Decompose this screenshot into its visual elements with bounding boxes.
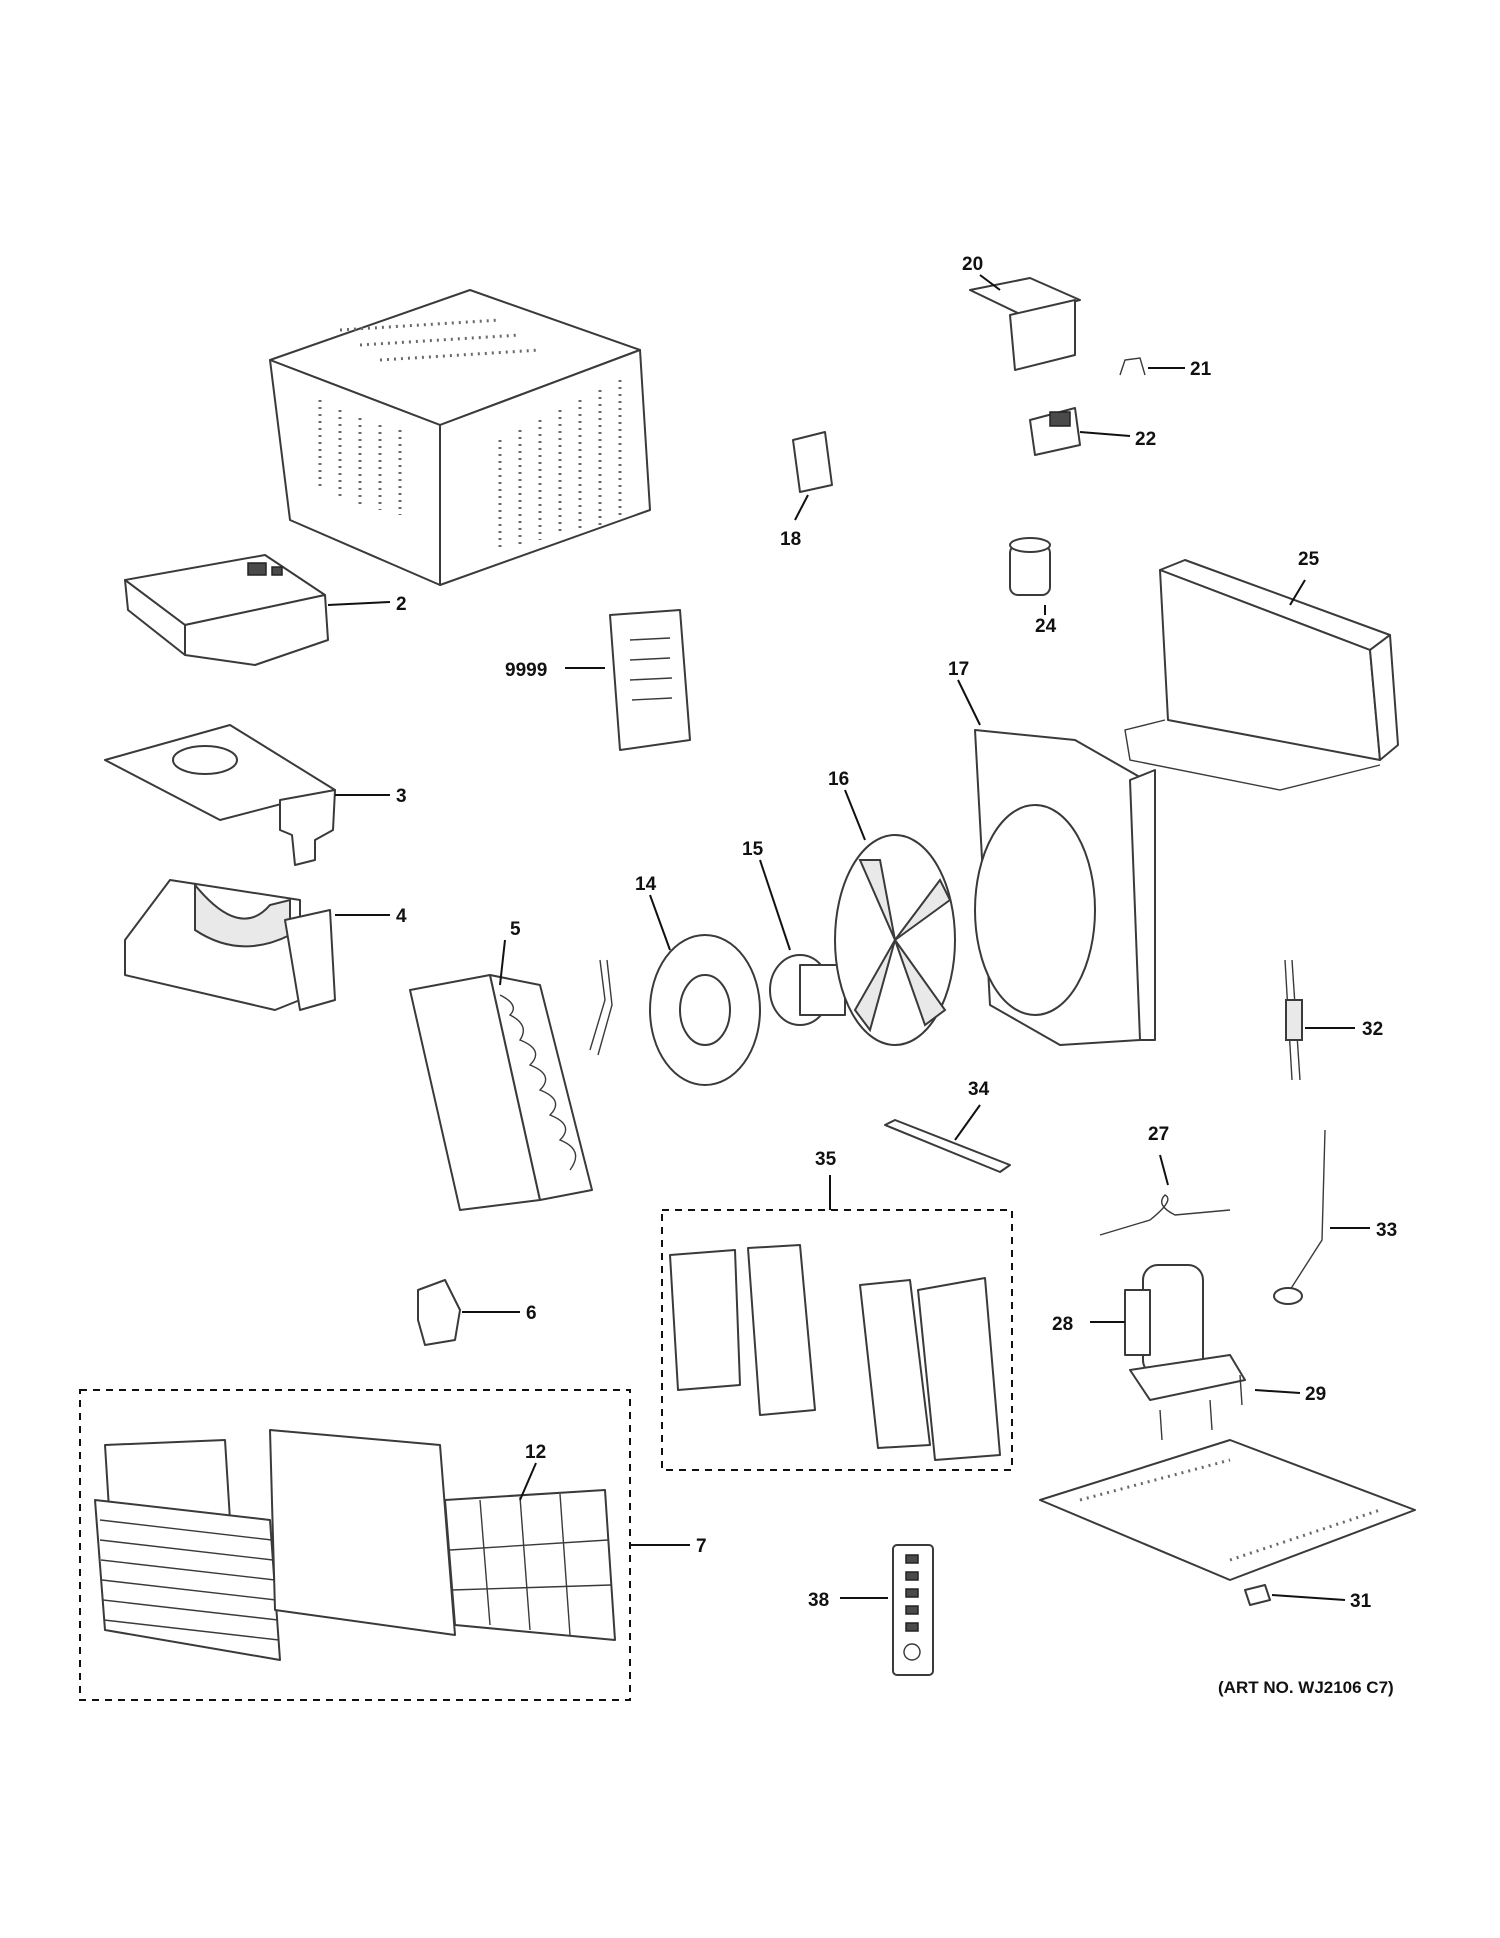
part-14-blower-wheel: 14 [635, 874, 761, 1086]
callout-38: 38 [808, 1590, 829, 1611]
part-22-relay-board: 22 [1029, 407, 1156, 456]
callout-3: 3 [396, 786, 407, 807]
callout-35: 35 [815, 1149, 837, 1170]
callout-16: 16 [828, 769, 849, 790]
part-21-clip: 21 [1119, 357, 1212, 380]
part-16-condenser-fan: 16 [828, 769, 956, 1046]
part-35-filter-set: 35 [669, 1149, 1001, 1461]
callout-27: 27 [1148, 1124, 1169, 1145]
callout-12: 12 [525, 1442, 546, 1463]
callout-2: 2 [396, 594, 407, 615]
callout-29: 29 [1305, 1384, 1326, 1405]
part-17-fan-shroud: 17 [948, 659, 1156, 1046]
art-number: (ART NO. WJ2106 C7) [1218, 1678, 1394, 1697]
part-20-control-bracket: 20 [962, 254, 1081, 371]
part-7-front-grille-assembly: 7 [94, 1429, 707, 1661]
callout-31: 31 [1350, 1591, 1372, 1612]
callout-28: 28 [1052, 1314, 1073, 1335]
part-33-thermistor: 33 [1273, 1129, 1397, 1305]
callout-32: 32 [1362, 1019, 1383, 1040]
callout-15: 15 [742, 839, 764, 860]
part-3-air-duct-top: 3 [104, 724, 407, 866]
callout-33: 33 [1376, 1220, 1397, 1241]
assembly-35-box [661, 1209, 1013, 1471]
part-28-compressor: 28 [1052, 1264, 1246, 1401]
part-4-base-duct: 4 [124, 879, 407, 1011]
base-pan [1039, 1439, 1416, 1581]
callout-6: 6 [526, 1303, 537, 1324]
part-15-fan-motor: 15 [742, 839, 846, 1026]
callout-17: 17 [948, 659, 969, 680]
cabinet-wrapper [269, 289, 651, 586]
callout-22: 22 [1135, 429, 1156, 450]
callout-25: 25 [1298, 549, 1320, 570]
part-12-air-filter: 12 [444, 1442, 616, 1641]
callout-18: 18 [780, 529, 801, 550]
callout-4: 4 [396, 906, 407, 927]
part-38-remote-control: 38 [808, 1544, 934, 1676]
callout-21: 21 [1190, 359, 1212, 380]
callout-14: 14 [635, 874, 657, 895]
part-2-top-cover: 2 [124, 554, 407, 666]
cabinet-louvers-right [498, 380, 622, 550]
callout-20: 20 [962, 254, 983, 275]
part-24-capacitor: 24 [1009, 537, 1057, 637]
callout-5: 5 [510, 919, 521, 940]
part-34-seal-strip: 34 [884, 1079, 1011, 1173]
part-32-wire-harness: 32 [1284, 959, 1383, 1081]
part-5-evaporator-coil: 5 [409, 919, 613, 1211]
part-27-capillary-tube: 27 [1099, 1124, 1231, 1236]
callout-7: 7 [696, 1536, 707, 1557]
callout-34: 34 [968, 1079, 990, 1100]
part-18-control-board: 18 [780, 431, 833, 550]
callout-9999: 9999 [505, 660, 547, 681]
part-25-condenser-coil: 25 [1124, 549, 1399, 791]
callout-24: 24 [1035, 616, 1057, 637]
part-31-clip: 31 [1244, 1584, 1372, 1612]
cabinet-louvers-left [318, 400, 402, 515]
part-29-screws: 29 [1159, 1374, 1326, 1441]
part-6-control-board: 6 [417, 1279, 537, 1346]
part-9999-manual: 9999 [505, 609, 691, 751]
